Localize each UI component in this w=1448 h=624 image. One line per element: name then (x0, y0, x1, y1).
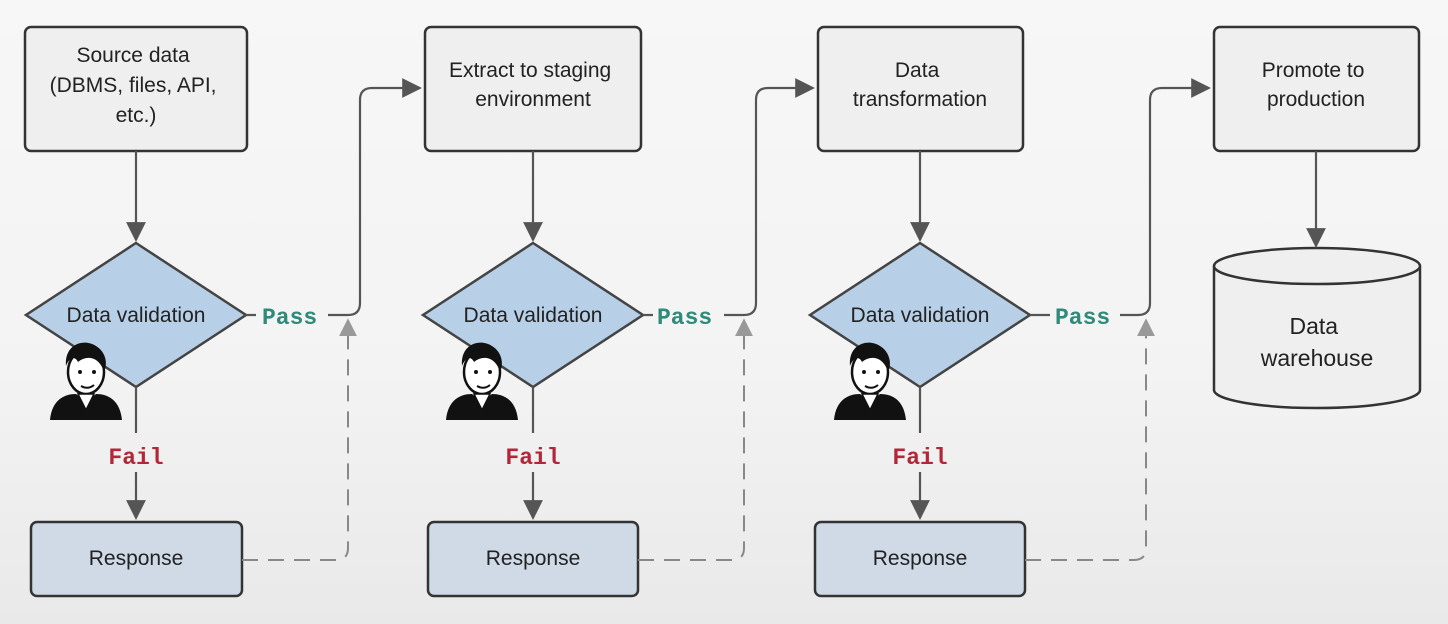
transform-line-1: Data (895, 59, 940, 82)
extract-line-1: Extract to staging (449, 59, 611, 82)
svg-text:Data transformation: Data transformation (853, 59, 987, 111)
validation-label-3: Data validation (851, 304, 990, 327)
pass-label-2: Pass (657, 305, 712, 331)
promote-node: Promote to production (1212, 25, 1421, 153)
pass-label-3: Pass (1055, 305, 1110, 331)
pass-label-1: Pass (262, 305, 317, 331)
validation-diamond-1: Data validation (23, 241, 249, 389)
promote-line-1: Promote to (1262, 59, 1365, 82)
svg-text:Promote to production: Promote to production (1262, 59, 1371, 111)
retry-dashed-arrow-3 (1025, 318, 1155, 561)
source-data-node: Source data (DBMS, files, API, etc.) (23, 25, 249, 153)
response-box-1: Response (29, 520, 244, 598)
svg-text:Data warehouse: Data warehouse (1260, 313, 1374, 371)
response-label-2: Response (486, 547, 581, 570)
validation-label-2: Data validation (464, 304, 603, 327)
validation-diamond-2: Data validation (420, 241, 646, 389)
retry-dashed-arrow-1 (242, 318, 357, 561)
fail-label-1: Fail (108, 445, 163, 471)
warehouse-line-1: Data (1290, 313, 1339, 339)
promote-line-2: production (1267, 88, 1365, 111)
warehouse-line-2: warehouse (1260, 345, 1374, 371)
extract-line-2: environment (475, 88, 591, 111)
source-data-line-3: etc.) (116, 104, 157, 127)
transform-node: Data transformation (816, 25, 1025, 153)
response-label-3: Response (873, 547, 968, 570)
transform-line-2: transformation (853, 88, 987, 111)
response-label-1: Response (89, 547, 184, 570)
fail-label-2: Fail (505, 445, 560, 471)
pass-arrow-3 (1030, 88, 1209, 317)
svg-text:Extract to staging envir: Extract to staging environment (449, 59, 617, 111)
retry-dashed-arrow-2 (638, 318, 753, 561)
response-box-2: Response (426, 520, 640, 598)
validation-diamond-3: Data validation (807, 241, 1033, 389)
fail-label-3: Fail (892, 445, 947, 471)
pass-arrow-2 (643, 88, 813, 317)
pass-arrow-1 (246, 88, 420, 317)
extract-node: Extract to staging environment (423, 25, 643, 153)
svg-text:Source data (DBMS, files: Source data (DBMS, files, API, etc.) (50, 44, 223, 127)
validation-label-1: Data validation (67, 304, 206, 327)
data-warehouse-node: Data warehouse (1212, 246, 1422, 410)
source-data-line-2: (DBMS, files, API, (50, 74, 217, 97)
source-data-line-1: Source data (76, 44, 190, 67)
response-box-3: Response (813, 520, 1027, 598)
